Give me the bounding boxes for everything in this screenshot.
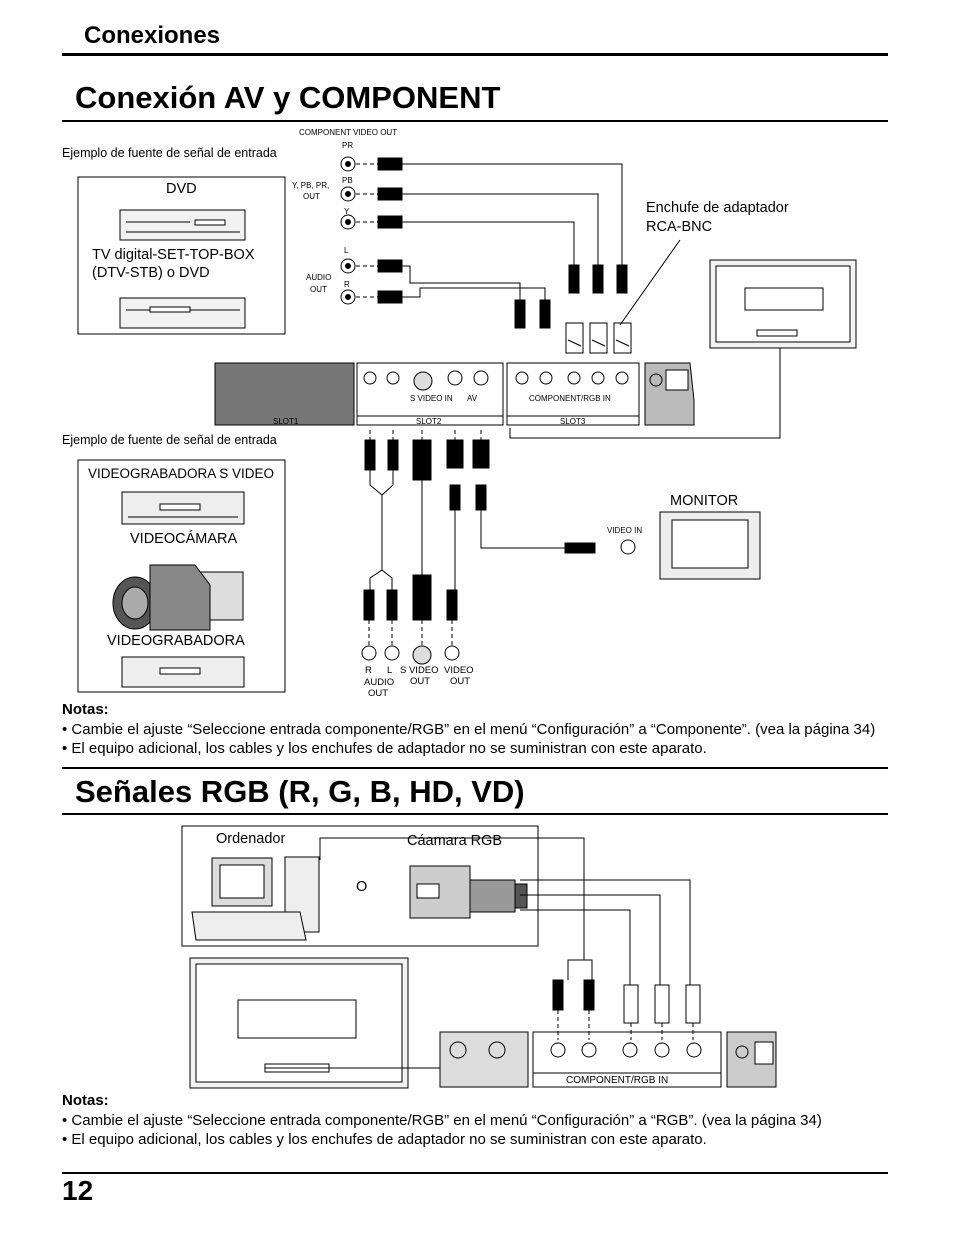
ypbpr-out-line1: Y, PB, PR, [292, 181, 330, 190]
stb-label-line1: TV digital-SET-TOP-BOX [92, 247, 255, 263]
dvd-label: DVD [166, 181, 197, 197]
note-text: Cambie el ajuste “Seleccione entrada com… [71, 1111, 822, 1129]
example-label-1: Ejemplo de fuente de señal de entrada [62, 146, 277, 160]
section1-title: Conexión AV y COMPONENT [75, 80, 501, 115]
camcorder-label: VIDEOCÁMARA [130, 531, 238, 547]
header-rule [62, 53, 888, 56]
example-label-2: Ejemplo de fuente de señal de entrada [62, 433, 277, 447]
footer-rule [62, 1172, 888, 1174]
adapter-label-line2: RCA-BNC [646, 219, 713, 235]
section2-top-rule [62, 767, 888, 769]
section2-rule [62, 813, 888, 815]
bottom-video-line2: OUT [450, 676, 471, 687]
bottom-l-label: L [387, 665, 393, 676]
section1-rule [62, 120, 888, 122]
note-text: Cambie el ajuste “Seleccione entrada com… [71, 720, 876, 738]
pb-label: PB [342, 176, 353, 185]
section2-title: Señales RGB (R, G, B, HD, VD) [75, 774, 525, 809]
page-number: 12 [62, 1175, 94, 1206]
component-rgb-in-label-2: COMPONENT/RGB IN [566, 1075, 669, 1086]
note-item: • Cambie el ajuste “Seleccione entrada c… [62, 1111, 822, 1129]
svideo-vcr-label: VIDEOGRABADORA S VIDEO [88, 466, 275, 481]
rgb-camera-label: Cáamara RGB [407, 833, 503, 849]
l-label: L [344, 246, 349, 255]
audio-out-line2: OUT [310, 285, 327, 294]
av-label: AV [467, 394, 478, 403]
bottom-audio-out-line1: AUDIO [364, 677, 395, 688]
computer-label: Ordenador [216, 831, 286, 847]
monitor-label: MONITOR [670, 493, 739, 509]
slot3-label: SLOT3 [560, 417, 586, 426]
stb-label-line2: (DTV-STB) o DVD [92, 265, 210, 281]
note-text: El equipo adicional, los cables y los en… [71, 740, 707, 757]
notes-section2: Notas: • Cambie el ajuste “Seleccione en… [62, 1091, 892, 1150]
section-heading: Conexiones [84, 22, 221, 49]
notes-title: Notas: [62, 701, 109, 718]
notes-title: Notas: [62, 1092, 109, 1109]
adapter-label-line1: Enchufe de adaptador [646, 200, 789, 216]
vcr-label: VIDEOGRABADORA [107, 633, 245, 649]
bottom-r-label: R [365, 665, 372, 676]
pr-label: PR [342, 141, 354, 150]
bottom-video-line1: VIDEO [444, 665, 474, 676]
r-label: R [344, 280, 350, 289]
ypbpr-out-line2: OUT [303, 192, 320, 201]
component-video-out-label: COMPONENT VIDEO OUT [299, 128, 398, 137]
audio-out-line1: AUDIO [306, 273, 332, 282]
note-item: • El equipo adicional, los cables y los … [62, 1131, 707, 1148]
slot2-label: SLOT2 [416, 417, 442, 426]
y-label: Y [344, 207, 350, 216]
or-label: O [356, 879, 368, 895]
slot1-label: SLOT1 [273, 417, 299, 426]
note-text: El equipo adicional, los cables y los en… [71, 1131, 707, 1148]
monitor-video-in-label: VIDEO IN [607, 526, 643, 535]
notes-section1: Notas: • Cambie el ajuste “Seleccione en… [62, 700, 892, 759]
bottom-audio-out-line2: OUT [368, 688, 389, 699]
note-item: • El equipo adicional, los cables y los … [62, 740, 707, 757]
bottom-svideo-line2: OUT [410, 676, 431, 687]
note-item: • Cambie el ajuste “Seleccione entrada c… [62, 720, 876, 738]
s-video-in-label: S VIDEO IN [410, 394, 453, 403]
component-rgb-in-label-1: COMPONENT/RGB IN [529, 394, 611, 403]
bottom-svideo-line1: S VIDEO [400, 665, 439, 676]
